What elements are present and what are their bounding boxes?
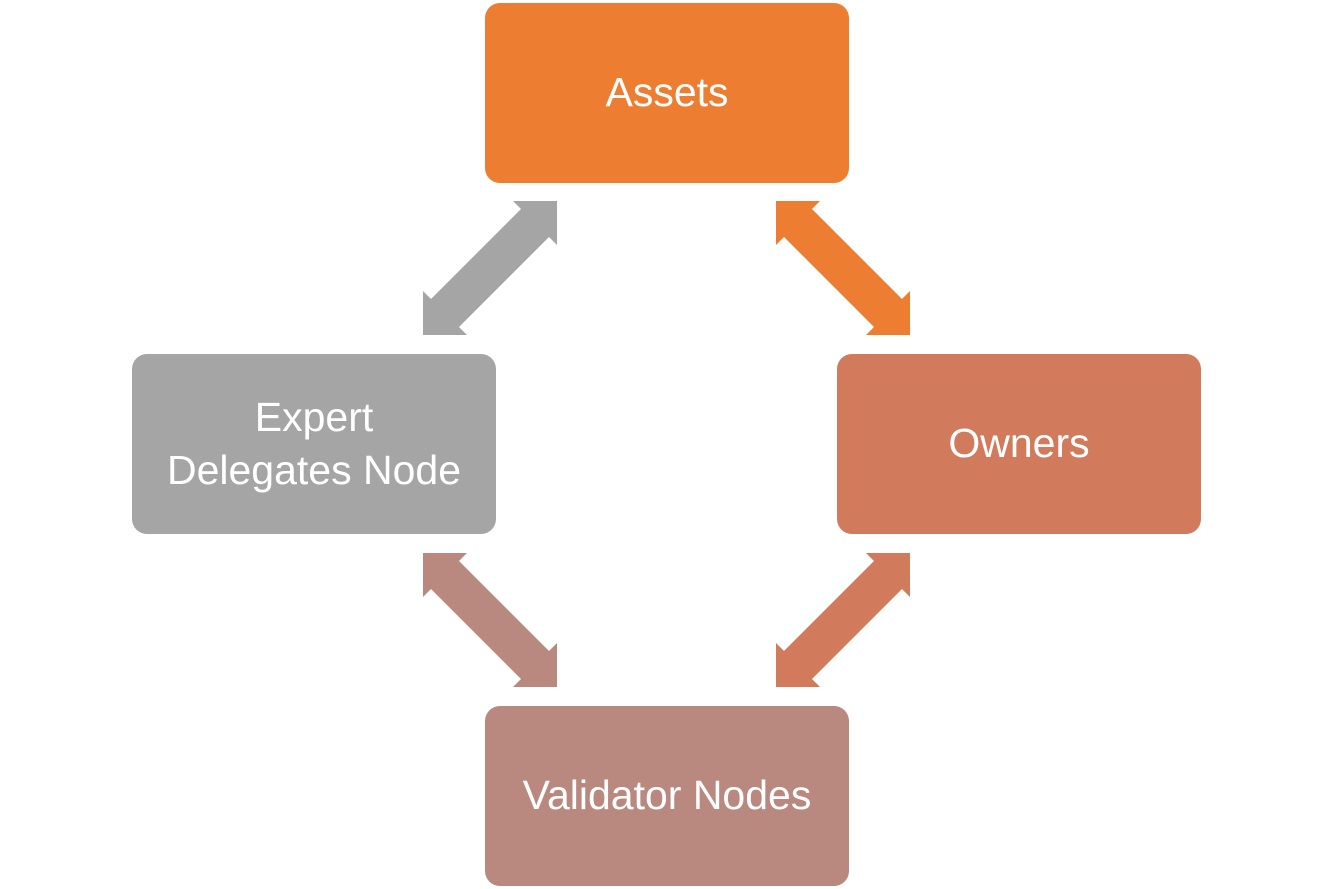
assets-node: Assets — [485, 3, 849, 183]
expert-delegates-label: Expert Delegates Node — [167, 391, 461, 498]
arrow-assets-expert — [423, 201, 557, 335]
arrow-expert-validator — [423, 553, 557, 687]
arrow-assets-owners — [776, 201, 910, 335]
owners-label: Owners — [948, 420, 1090, 467]
arrow-owners-validator — [776, 553, 910, 687]
expert-delegates-node: Expert Delegates Node — [132, 354, 496, 534]
expert-delegates-label-line2: Delegates Node — [166, 447, 462, 493]
expert-delegates-label-line1: Expert — [254, 393, 374, 440]
assets-label: Assets — [605, 69, 729, 116]
validator-nodes-node: Validator Nodes — [485, 706, 849, 886]
validator-nodes-label: Validator Nodes — [522, 772, 812, 819]
owners-node: Owners — [837, 354, 1201, 534]
